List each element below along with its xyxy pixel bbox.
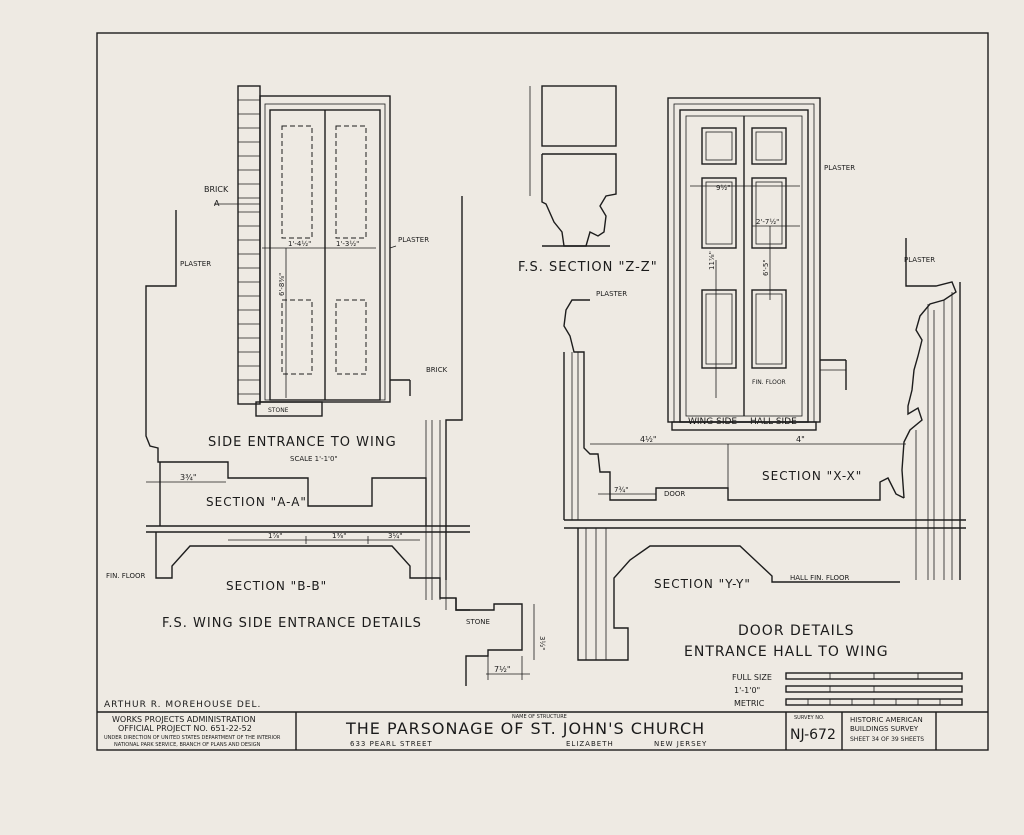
- dim-left-4: 3¾": [180, 473, 197, 482]
- delineator: ARTHUR R. MOREHOUSE DEL.: [104, 700, 261, 710]
- dim-left-8: 3½": [538, 636, 546, 650]
- sheet-number: SHEET 34 OF 39 SHEETS: [850, 736, 924, 743]
- dim-right-1: 4½": [640, 435, 657, 444]
- label-wing-side: WING SIDE: [688, 417, 737, 427]
- left-group-title: F.S. WING SIDE ENTRANCE DETAILS: [162, 616, 422, 631]
- title-block: [97, 711, 988, 750]
- dim-left-9: 7½": [494, 665, 511, 674]
- name-caption: NAME OF STRUCTURE: [512, 714, 567, 720]
- agency-line1: WORKS PROJECTS ADMINISTRATION: [112, 715, 256, 724]
- survey-caption: SURVEY NO.: [794, 715, 825, 721]
- label-hall-side: HALL SIDE: [750, 417, 797, 427]
- dim-right-7: 6'-5": [762, 259, 770, 276]
- address-city: ELIZABETH: [566, 740, 614, 748]
- label-hall-fin-floor: HALL FIN. FLOOR: [790, 574, 850, 582]
- view-scale-side-entrance: SCALE 1'-1'0": [290, 455, 338, 463]
- agency-line2: OFFICIAL PROJECT NO. 651-22-52: [118, 724, 252, 733]
- dim-left-3: 6'-8⅜": [278, 273, 286, 296]
- door-details-subtitle: ENTRANCE HALL TO WING: [684, 644, 889, 660]
- section-bb-title: SECTION "B-B": [226, 579, 327, 593]
- label-plaster-right: PLASTER: [398, 236, 429, 244]
- section-aa-bb-profile: [145, 196, 535, 686]
- section-yy-title: SECTION "Y-Y": [654, 577, 751, 591]
- habs-line1: HISTORIC AMERICAN: [850, 716, 923, 724]
- section-zz-title: F.S. SECTION "Z-Z": [518, 260, 658, 275]
- door-elevation: [667, 97, 847, 431]
- dim-right-4: 7¾": [614, 486, 628, 494]
- dim-left-2: 1'-3½": [336, 240, 359, 248]
- address-street: 633 PEARL STREET: [350, 740, 433, 748]
- label-door: DOOR: [664, 490, 685, 498]
- label-brick-top: BRICK: [204, 185, 229, 194]
- label-fin-floor-left: FIN. FLOOR: [106, 572, 145, 580]
- agency-line4: NATIONAL PARK SERVICE, BRANCH OF PLANS A…: [114, 742, 261, 748]
- section-zz-profile: [529, 85, 617, 247]
- agency-line3: UNDER DIRECTION OF UNITED STATES DEPARTM…: [104, 735, 281, 741]
- section-aa-title: SECTION "A-A": [206, 495, 307, 509]
- dim-right-2: 9½": [716, 184, 730, 192]
- section-xx-yy-profile: [563, 238, 966, 661]
- label-stone-step: STONE: [466, 618, 490, 626]
- label-plaster-b: PLASTER: [904, 256, 935, 264]
- dim-left-5: 1⅞": [268, 532, 282, 540]
- habs-line2: BUILDINGS SURVEY: [850, 725, 919, 733]
- section-xx-title: SECTION "X-X": [762, 469, 862, 483]
- dim-right-6: 11⅞": [708, 251, 716, 270]
- dim-right-3: 4": [796, 435, 805, 444]
- label-brick-mid: BRICK: [426, 366, 448, 374]
- dim-left-1: 1'-4½": [288, 240, 311, 248]
- sheet-border: [96, 32, 989, 751]
- scale-label-full-size: FULL SIZE: [732, 673, 772, 682]
- view-title-side-entrance: SIDE ENTRANCE TO WING: [208, 435, 397, 450]
- scale-bars: [785, 672, 963, 706]
- dim-left-6: 1⅜": [332, 532, 346, 540]
- survey-number: NJ-672: [790, 727, 836, 743]
- label-plaster-left: PLASTER: [180, 260, 211, 268]
- scale-label-one-foot: 1'-1'0": [734, 686, 760, 695]
- scale-label-metric: METRIC: [734, 699, 765, 708]
- label-fin-floor-right: FIN. FLOOR: [752, 379, 786, 386]
- side-entrance-elevation: [214, 85, 411, 417]
- dim-right-5: 2'-7½": [756, 218, 779, 226]
- structure-name: THE PARSONAGE OF ST. JOHN'S CHURCH: [345, 719, 705, 738]
- dim-left-7: 3¼": [388, 532, 402, 540]
- door-details-title: DOOR DETAILS: [738, 623, 854, 639]
- label-stone: STONE: [268, 407, 289, 414]
- address-state: NEW JERSEY: [654, 740, 707, 748]
- label-plaster-a: PLASTER: [824, 164, 855, 172]
- label-plaster-c: PLASTER: [596, 290, 627, 298]
- label-mark-a: A: [214, 199, 220, 208]
